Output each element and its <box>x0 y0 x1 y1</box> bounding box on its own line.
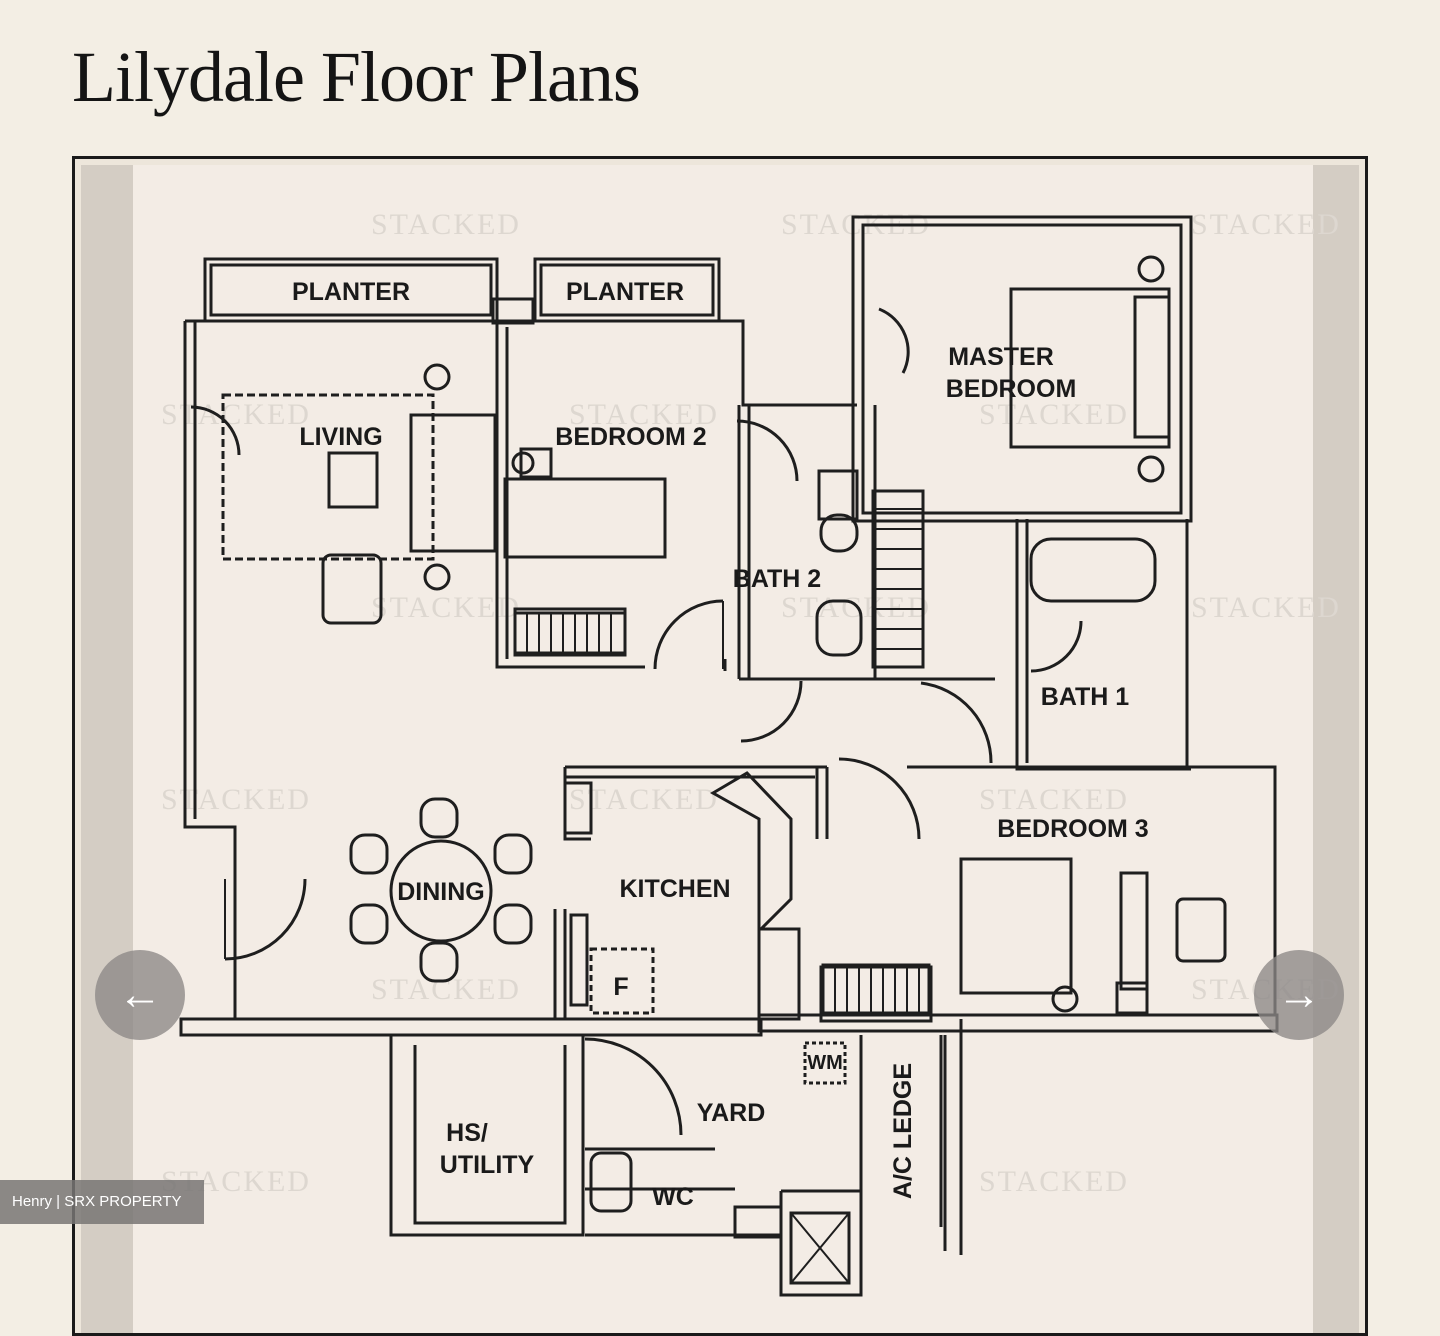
floor-plan-viewer: STACKED STACKED STACKED STACKED STACKED … <box>72 156 1368 1336</box>
previous-image-button[interactable]: ← <box>95 950 185 1040</box>
label-bedroom-2: BEDROOM 2 <box>555 423 706 451</box>
label-fridge: F <box>613 973 628 1001</box>
photo-credit: Henry | SRX PROPERTY <box>0 1180 204 1224</box>
watermark: STACKED <box>371 973 521 1006</box>
viewer-right-band <box>1307 165 1359 1333</box>
next-image-button[interactable]: → <box>1254 950 1344 1040</box>
label-wc: WC <box>652 1183 694 1211</box>
label-kitchen: KITCHEN <box>619 875 730 903</box>
label-hs-utility: UTILITY <box>440 1151 535 1179</box>
arrow-left-icon: ← <box>118 970 162 1019</box>
label-bedroom-3: BEDROOM 3 <box>997 815 1148 843</box>
watermark: STACKED <box>161 783 311 816</box>
watermark: STACKED <box>569 398 719 431</box>
label-living: LIVING <box>299 423 382 451</box>
label-master-bedroom: MASTER <box>948 343 1054 371</box>
watermark: STACKED <box>979 783 1129 816</box>
watermark: STACKED <box>781 591 931 624</box>
watermark: STACKED <box>1191 591 1341 624</box>
watermark: STACKED <box>371 591 521 624</box>
label-bath-2: BATH 2 <box>733 565 821 593</box>
label-bath-1: BATH 1 <box>1041 683 1130 711</box>
watermark: STACKED <box>1191 208 1341 241</box>
watermark: STACKED <box>371 208 521 241</box>
label-wm: WM <box>807 1052 843 1074</box>
label-planter: PLANTER <box>292 278 410 306</box>
label-yard: YARD <box>697 1099 766 1127</box>
page-title: Lilydale Floor Plans <box>72 37 641 117</box>
label-planter: PLANTER <box>566 278 684 306</box>
viewer-left-band <box>81 165 133 1333</box>
label-master-bedroom: BEDROOM <box>946 375 1077 403</box>
label-hs-utility: HS/ <box>446 1119 488 1147</box>
watermark: STACKED <box>979 398 1129 431</box>
watermark: STACKED <box>569 783 719 816</box>
label-dining: DINING <box>397 878 485 906</box>
label-ac-ledge: A/C LEDGE <box>889 1063 917 1199</box>
watermark: STACKED <box>979 1165 1129 1198</box>
floor-plan-image: STACKED STACKED STACKED STACKED STACKED … <box>133 165 1341 1333</box>
arrow-right-icon: → <box>1277 970 1321 1019</box>
watermark: STACKED <box>161 398 311 431</box>
